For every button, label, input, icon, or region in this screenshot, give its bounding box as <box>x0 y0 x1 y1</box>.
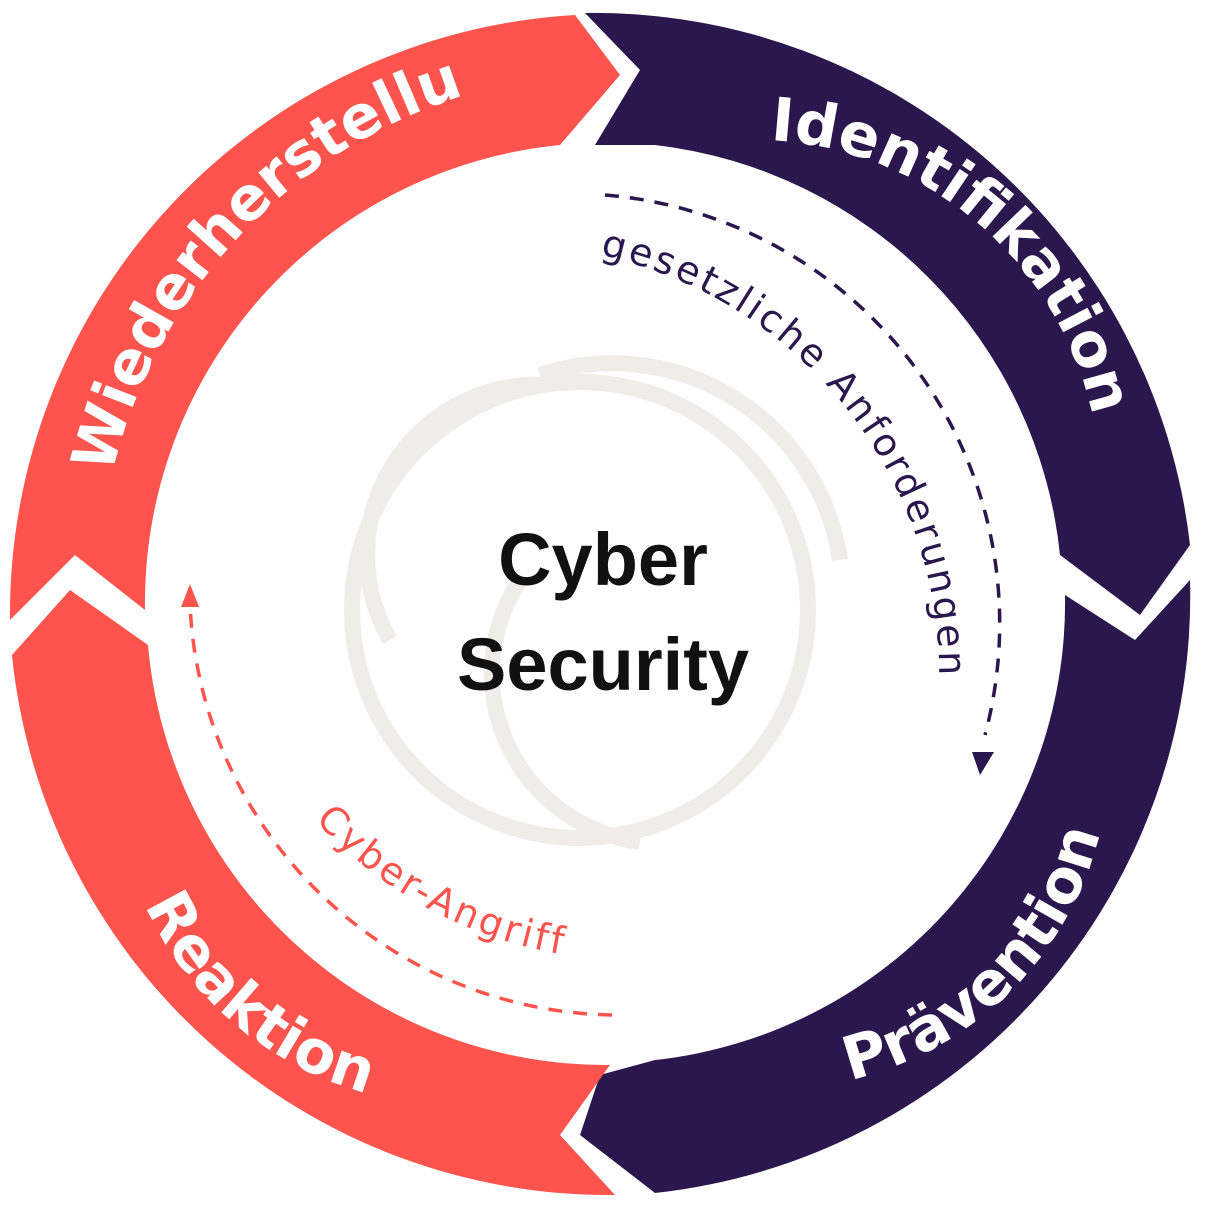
flow-arrow-gesetzliche-anforderungen <box>604 193 1002 736</box>
center-title-line2: Security <box>457 623 749 706</box>
arrowhead-up-icon <box>181 584 199 607</box>
center-title-line1: Cyber <box>498 518 708 601</box>
label-cyber-angriff: Cyber-Angriff <box>308 796 570 964</box>
flow-arrow-cyber-angriff <box>188 604 613 1017</box>
segment-praevention <box>580 580 1191 1193</box>
arrowhead-down-icon <box>972 752 994 775</box>
segment-wiederherstellung <box>9 15 621 620</box>
segment-reaktion <box>12 590 615 1196</box>
watermark-logo-icon <box>344 355 848 850</box>
segment-identifikation <box>585 12 1190 615</box>
